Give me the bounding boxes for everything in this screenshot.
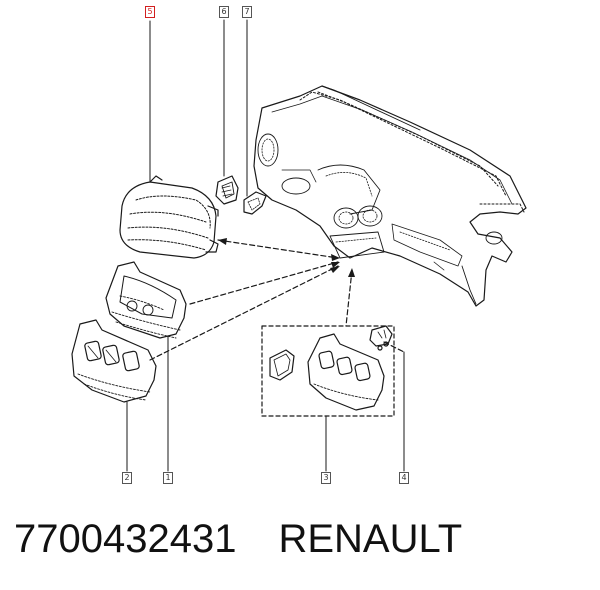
callout-6: 6 (219, 6, 229, 18)
callout-1: 1 (163, 472, 173, 484)
part-5-cover (119, 175, 219, 259)
callout-3: 3 (321, 472, 331, 484)
callout-5: 5 (145, 6, 155, 18)
part-caption: 7700432431 RENAULT (14, 513, 462, 565)
part-7-clip (243, 191, 267, 215)
callout-2: 2 (122, 472, 132, 484)
leader-lines (126, 19, 405, 472)
part-number: 7700432431 (14, 517, 237, 561)
callout-7: 7 (242, 6, 252, 18)
part-6-knob (215, 175, 239, 205)
brand-name: RENAULT (278, 517, 463, 561)
part-2-switch-panel (71, 319, 157, 403)
assembly-arrows (149, 239, 405, 361)
callout-4: 4 (399, 472, 409, 484)
arrow-heads (218, 238, 355, 277)
part-4-connector (369, 325, 393, 351)
part-3-switch-panel-variant (261, 325, 395, 417)
dashboard-outline (253, 85, 527, 307)
part-1-console (105, 261, 187, 339)
